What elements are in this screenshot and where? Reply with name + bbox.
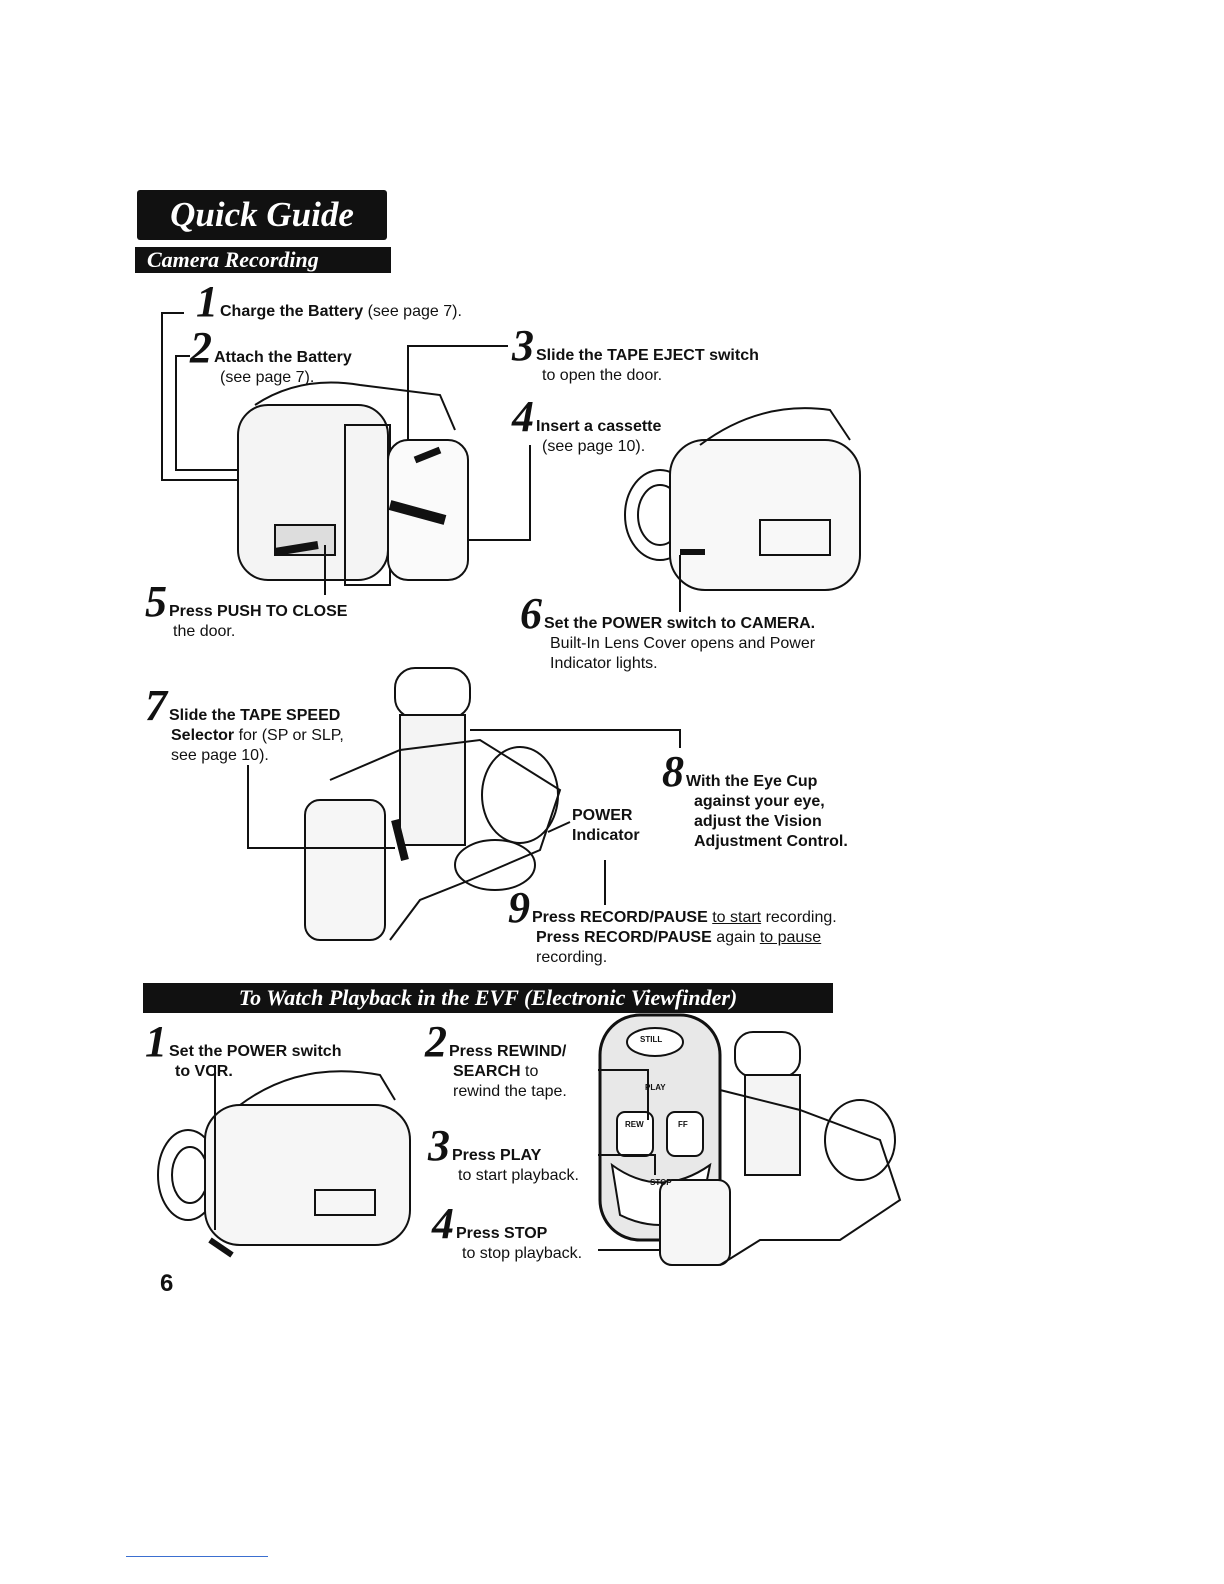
power-indicator-label: POWER Indicator xyxy=(572,807,640,844)
page-number: 6 xyxy=(160,1270,174,1297)
section-title-camera-recording: Camera Recording xyxy=(135,247,391,273)
ff-button-label: FF xyxy=(678,1120,688,1129)
stop-button-label: STOP xyxy=(650,1178,672,1187)
page-title: Quick Guide xyxy=(137,190,387,240)
still-button-label: STILL xyxy=(640,1035,663,1044)
rew-button-label: REW xyxy=(625,1120,644,1129)
footer-divider xyxy=(126,1556,268,1557)
section-title-playback: To Watch Playback in the EVF (Electronic… xyxy=(143,983,833,1013)
play-button-label: PLAY xyxy=(645,1083,666,1092)
